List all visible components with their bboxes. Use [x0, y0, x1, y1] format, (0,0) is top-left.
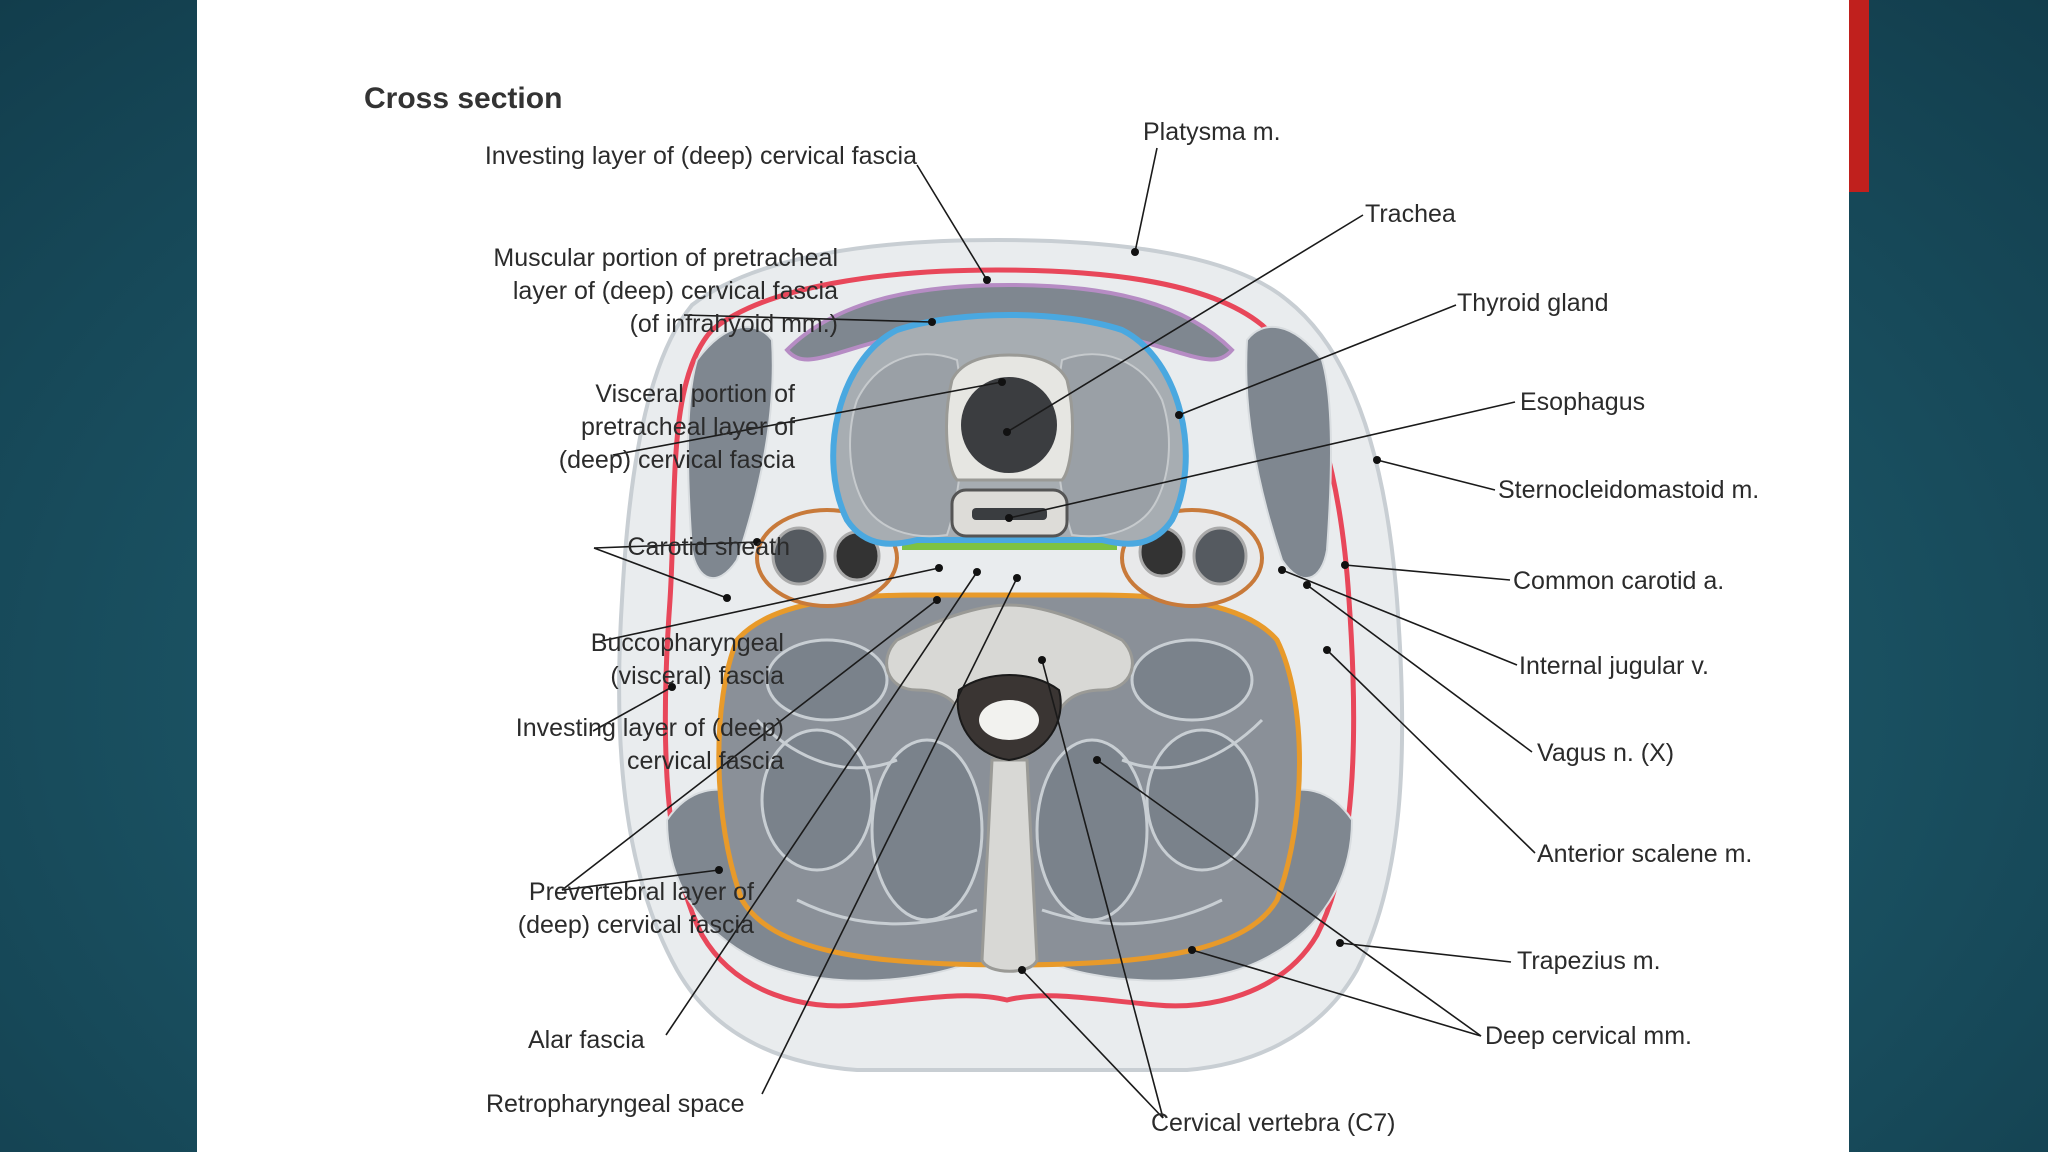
slide: Cross section: [197, 0, 1849, 1152]
label-thyroid: Thyroid gland: [1457, 289, 1609, 317]
scm-right: [1245, 326, 1332, 580]
label-common-carotid: Common carotid a.: [1513, 567, 1725, 595]
label-investing-top: Investing layer of (deep) cervical fasci…: [484, 142, 917, 170]
label-alar: Alar fascia: [528, 1026, 645, 1054]
accent-bar: [1849, 0, 1869, 192]
leader-lines: [561, 147, 1536, 1119]
label-carotid-sheath: Carotid sheath: [627, 533, 790, 561]
leader-dots: [668, 248, 1381, 974]
trachea: [945, 353, 1074, 482]
thyroid-gland: [849, 353, 1170, 538]
label-esophagus: Esophagus: [1520, 388, 1646, 416]
label-deep-cervical: Deep cervical mm.: [1485, 1022, 1692, 1050]
label-trachea: Trachea: [1365, 200, 1456, 228]
label-trapezius: Trapezius m.: [1517, 947, 1661, 975]
label-retropharyngeal: Retropharyngeal space: [486, 1090, 745, 1118]
diagram-title: Cross section: [364, 82, 563, 115]
label-anterior-scalene: Anterior scalene m.: [1537, 840, 1753, 868]
label-vertebra: Cervical vertebra (C7): [1151, 1109, 1396, 1137]
investing-fascia: [662, 267, 1357, 1009]
label-sternocleidomastoid: Sternocleidomastoid m.: [1498, 476, 1760, 504]
label-vagus: Vagus n. (X): [1537, 739, 1675, 767]
deep-muscles: [755, 638, 1264, 926]
esophagus-lumen: [972, 508, 1047, 520]
label-internal-jugular: Internal jugular v.: [1519, 652, 1709, 680]
neck-cross-section: [561, 147, 1536, 1119]
label-visceral-pretracheal: Visceral portion of pretracheal layer of…: [558, 380, 795, 474]
label-buccopharyngeal: Buccopharyngeal (visceral) fascia: [590, 629, 784, 690]
label-prevertebral: Prevertebral layer of (deep) cervical fa…: [517, 878, 754, 939]
label-platysma: Platysma m.: [1143, 118, 1281, 146]
vertebra: [885, 603, 1134, 973]
label-muscular-pretracheal: Muscular portion of pretracheal layer of…: [493, 244, 838, 338]
scm-left: [687, 326, 774, 580]
label-investing-left: Investing layer of (deep) cervical fasci…: [515, 714, 784, 775]
